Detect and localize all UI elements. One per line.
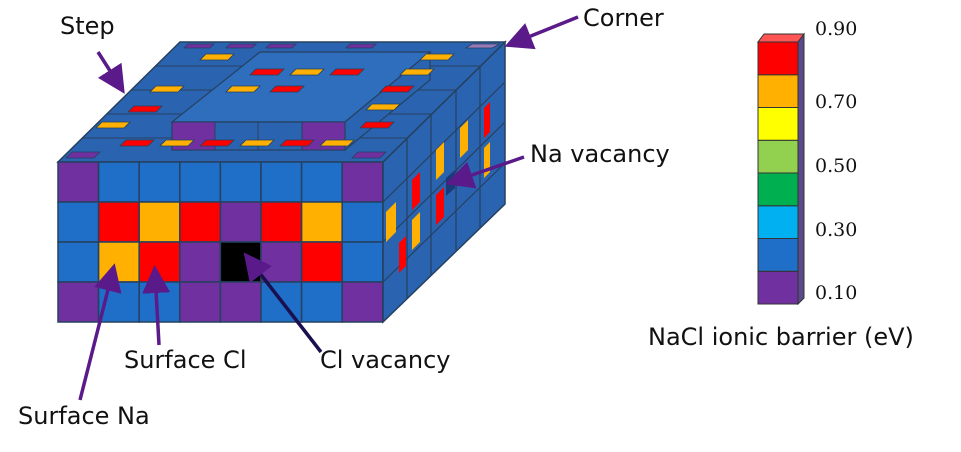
na-vacancy-arrow [445, 155, 525, 189]
front-cell [179, 201, 222, 243]
corner-arrow [504, 15, 579, 50]
front-cell [97, 201, 140, 243]
surface-cl-arrow [142, 265, 171, 346]
step-label: Step [60, 12, 115, 40]
front-cell [219, 201, 262, 243]
front-cell [300, 161, 343, 203]
front-cell [341, 281, 384, 323]
front-cell [341, 161, 384, 203]
surface-na-label: Surface Na [18, 402, 150, 430]
surface-na-arrow [78, 263, 122, 401]
colorbar-swatch [757, 172, 799, 207]
front-cell [219, 161, 262, 203]
front-cell [179, 161, 222, 203]
surface-cl-label: Surface Cl [124, 346, 247, 374]
colorbar-tick-label: 0.50 [815, 155, 858, 177]
side-cell [412, 172, 420, 210]
front-cell [179, 241, 222, 283]
colorbar-swatch [757, 270, 799, 305]
step-arrow [96, 51, 125, 94]
colorbar-swatch [757, 107, 799, 141]
colorbar-title: NaCl ionic barrier (eV) [648, 323, 914, 351]
side-cell [436, 142, 444, 180]
front-cell [260, 241, 303, 283]
front-cell [138, 281, 181, 323]
front-cell [341, 241, 384, 283]
side-cell [484, 102, 490, 138]
colorbar [757, 32, 805, 306]
colorbar-tick-label: 0.10 [815, 282, 858, 304]
front-cell [138, 241, 181, 283]
front-cell [300, 241, 343, 283]
front-cell [179, 281, 222, 323]
side-cell [386, 202, 396, 242]
colorbar-tick-label: 0.30 [815, 219, 858, 241]
colorbar-swatch [757, 205, 799, 239]
colorbar-tick-label: 0.70 [815, 91, 858, 113]
front-cell [57, 241, 100, 283]
side-cell [484, 142, 490, 178]
front-cell [219, 281, 262, 323]
colorbar-tick-label: 0.90 [815, 18, 858, 40]
cl-vacancy-label: Cl vacancy [320, 346, 451, 374]
front-cell [57, 281, 100, 323]
front-cell [260, 201, 303, 243]
front-cell [341, 201, 384, 243]
front-cell [57, 201, 100, 243]
colorbar-swatch [757, 139, 799, 174]
colorbar-swatch [757, 74, 799, 108]
crystal-top-face [56, 41, 507, 163]
front-cell [97, 161, 140, 203]
front-cell [300, 281, 343, 323]
side-cell [399, 236, 406, 273]
corner-label: Corner [583, 4, 664, 32]
colorbar-swatch [757, 238, 799, 272]
side-cell [460, 120, 468, 158]
side-cell [412, 212, 420, 250]
front-cell [57, 161, 100, 203]
crystal-side-face [382, 40, 506, 324]
colorbar-swatch [757, 41, 799, 76]
front-cell [138, 161, 181, 203]
front-cell [260, 161, 303, 203]
front-cell [300, 201, 343, 243]
cl-vacancy-cell [219, 241, 262, 283]
side-cell [436, 187, 444, 225]
front-cell [138, 201, 181, 243]
na-vacancy-label: Na vacancy [530, 140, 670, 168]
cl-vacancy-arrow [243, 252, 323, 354]
front-cell [97, 241, 140, 283]
